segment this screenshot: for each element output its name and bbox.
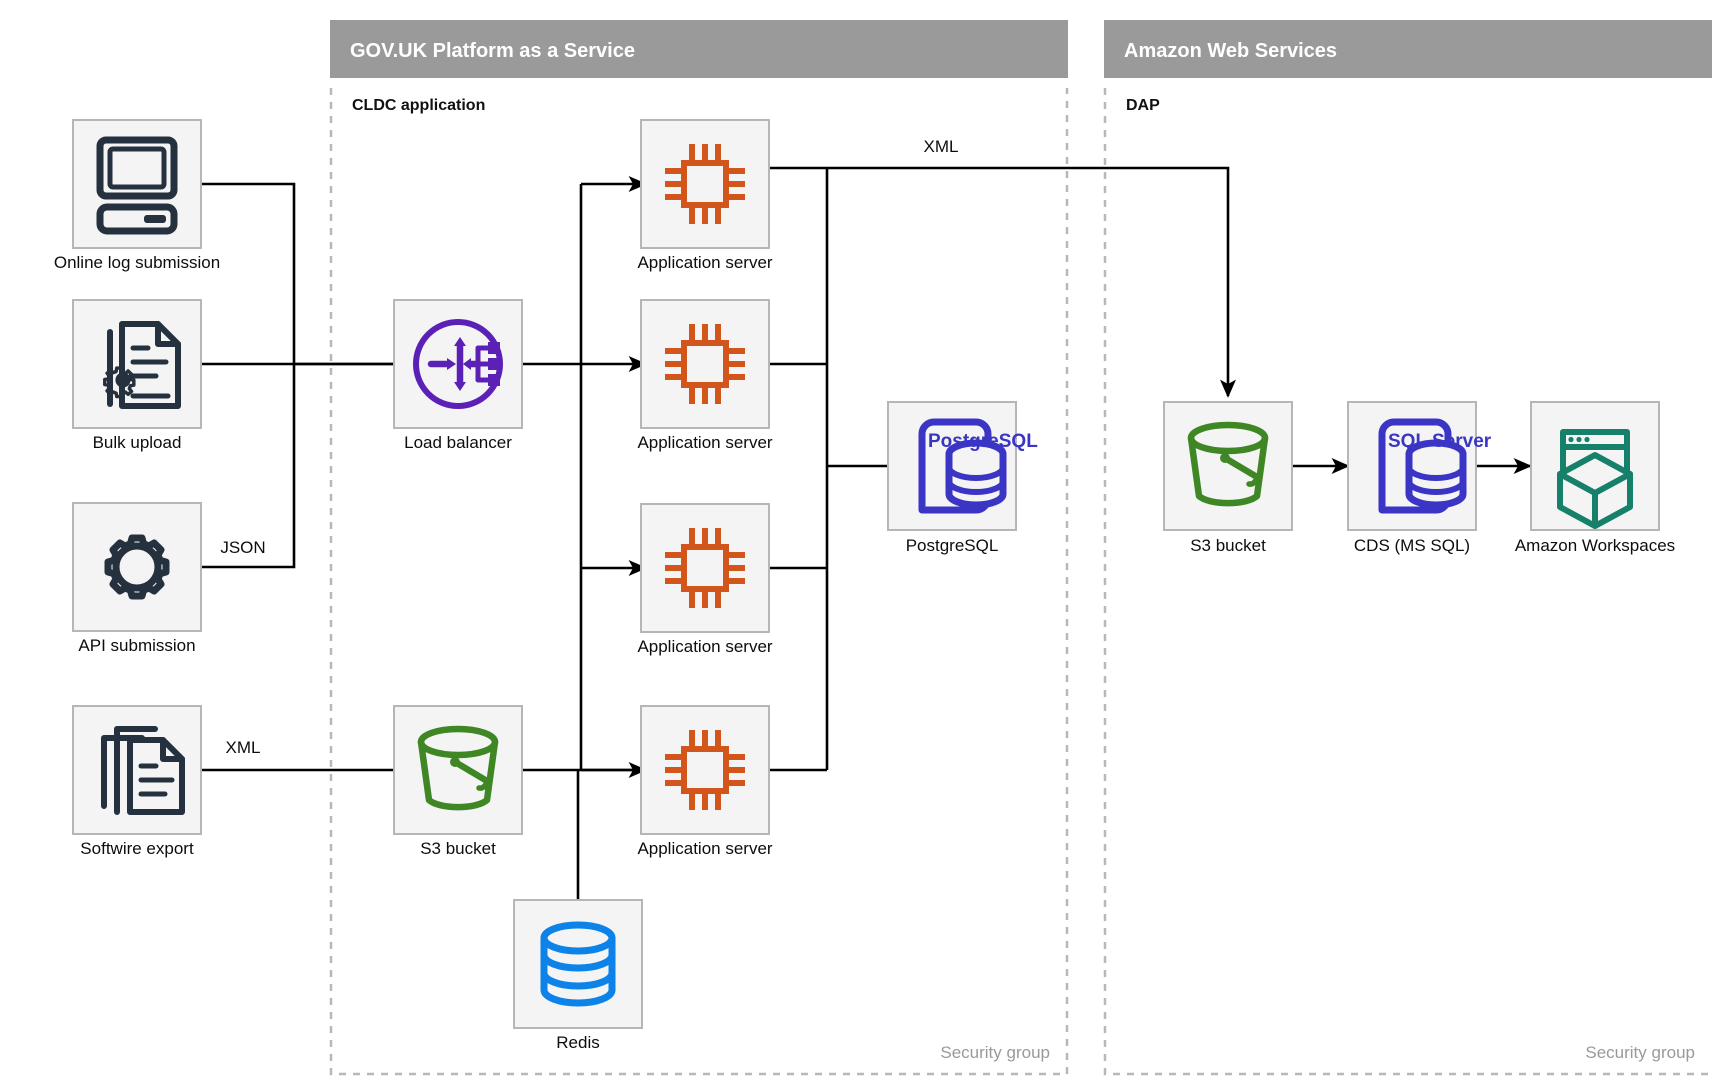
paas-group-title: GOV.UK Platform as a Service [350, 40, 635, 62]
paas-security-group-label: Security group [940, 1043, 1050, 1062]
node-app-server-1[interactable]: Application server [637, 119, 773, 272]
node-label-load-balancer: Load balancer [404, 433, 512, 452]
node-online-log-submission[interactable]: Online log submission [54, 119, 220, 272]
edge-label-json: JSON [220, 538, 265, 557]
aws-subtitle: DAP [1126, 97, 1160, 114]
desktop-computer-icon [96, 136, 178, 235]
node-label-s3-bucket-paas: S3 bucket [420, 839, 496, 858]
node-postgresql[interactable]: PostgreSQL PostgreSQL [887, 401, 1038, 555]
cpu-chip-icon [665, 730, 745, 810]
node-app-server-2[interactable]: Application server [637, 299, 773, 452]
node-label-softwire-export: Softwire export [80, 839, 194, 858]
document-gear-icon [103, 321, 181, 409]
node-label-s3-bucket-aws: S3 bucket [1190, 536, 1266, 555]
node-label-cds-ms-sql: CDS (MS SQL) [1354, 536, 1470, 555]
sql-server-badge-text: SQL Server [1388, 431, 1492, 452]
postgresql-badge-text: PostgreSQL [928, 431, 1038, 452]
workspaces-cube-icon [1557, 429, 1633, 529]
node-label-app-server-3: Application server [637, 637, 772, 656]
node-label-postgresql: PostgreSQL [906, 536, 999, 555]
stacked-documents-icon [101, 726, 185, 815]
node-app-server-4[interactable]: Application server [637, 705, 773, 858]
cpu-chip-icon [665, 528, 745, 608]
aws-security-group-label: Security group [1585, 1043, 1695, 1062]
node-cds-ms-sql[interactable]: SQL Server CDS (MS SQL) [1347, 401, 1492, 555]
node-s3-bucket-aws[interactable]: S3 bucket [1163, 401, 1293, 555]
aws-group-outline [1103, 88, 1712, 1076]
node-bulk-upload[interactable]: Bulk upload [72, 299, 202, 452]
aws-group-header [1104, 20, 1712, 78]
cpu-chip-icon [665, 324, 745, 404]
node-amazon-workspaces[interactable]: Amazon Workspaces [1515, 401, 1675, 555]
node-load-balancer[interactable]: Load balancer [393, 299, 523, 452]
node-s3-bucket-paas[interactable]: S3 bucket [393, 705, 523, 858]
node-label-redis: Redis [556, 1033, 599, 1052]
redis-database-icon [540, 921, 616, 1007]
paas-subtitle: CLDC application [352, 97, 485, 114]
s3-bucket-icon [1187, 421, 1269, 507]
gear-icon [104, 534, 170, 600]
aws-group-title: Amazon Web Services [1124, 40, 1337, 62]
node-app-server-3[interactable]: Application server [637, 503, 773, 656]
paas-group-header [330, 20, 1068, 78]
node-label-bulk-upload: Bulk upload [93, 433, 182, 452]
node-label-app-server-1: Application server [637, 253, 772, 272]
node-redis[interactable]: Redis [513, 899, 643, 1052]
node-label-app-server-4: Application server [637, 839, 772, 858]
node-label-amazon-workspaces: Amazon Workspaces [1515, 536, 1675, 555]
node-softwire-export[interactable]: Softwire export [72, 705, 202, 858]
wire-api-submission-to-load-balancer [193, 364, 296, 569]
s3-bucket-icon [417, 725, 499, 811]
paas-group-outline [329, 88, 1069, 1076]
node-api-submission[interactable]: API submission [72, 502, 202, 655]
node-label-app-server-2: Application server [637, 433, 772, 452]
node-label-api-submission: API submission [78, 636, 195, 655]
sql-server-database-icon [1378, 418, 1467, 514]
edge-label-app-xml: XML [924, 137, 959, 156]
load-balancer-icon [413, 319, 503, 409]
wire-app1-to-aws-s3 [764, 166, 1237, 398]
edge-label-softwire-xml: XML [226, 738, 261, 757]
postgresql-database-icon [918, 418, 1007, 514]
node-label-online-log-submission: Online log submission [54, 253, 220, 272]
cpu-chip-icon [665, 144, 745, 224]
